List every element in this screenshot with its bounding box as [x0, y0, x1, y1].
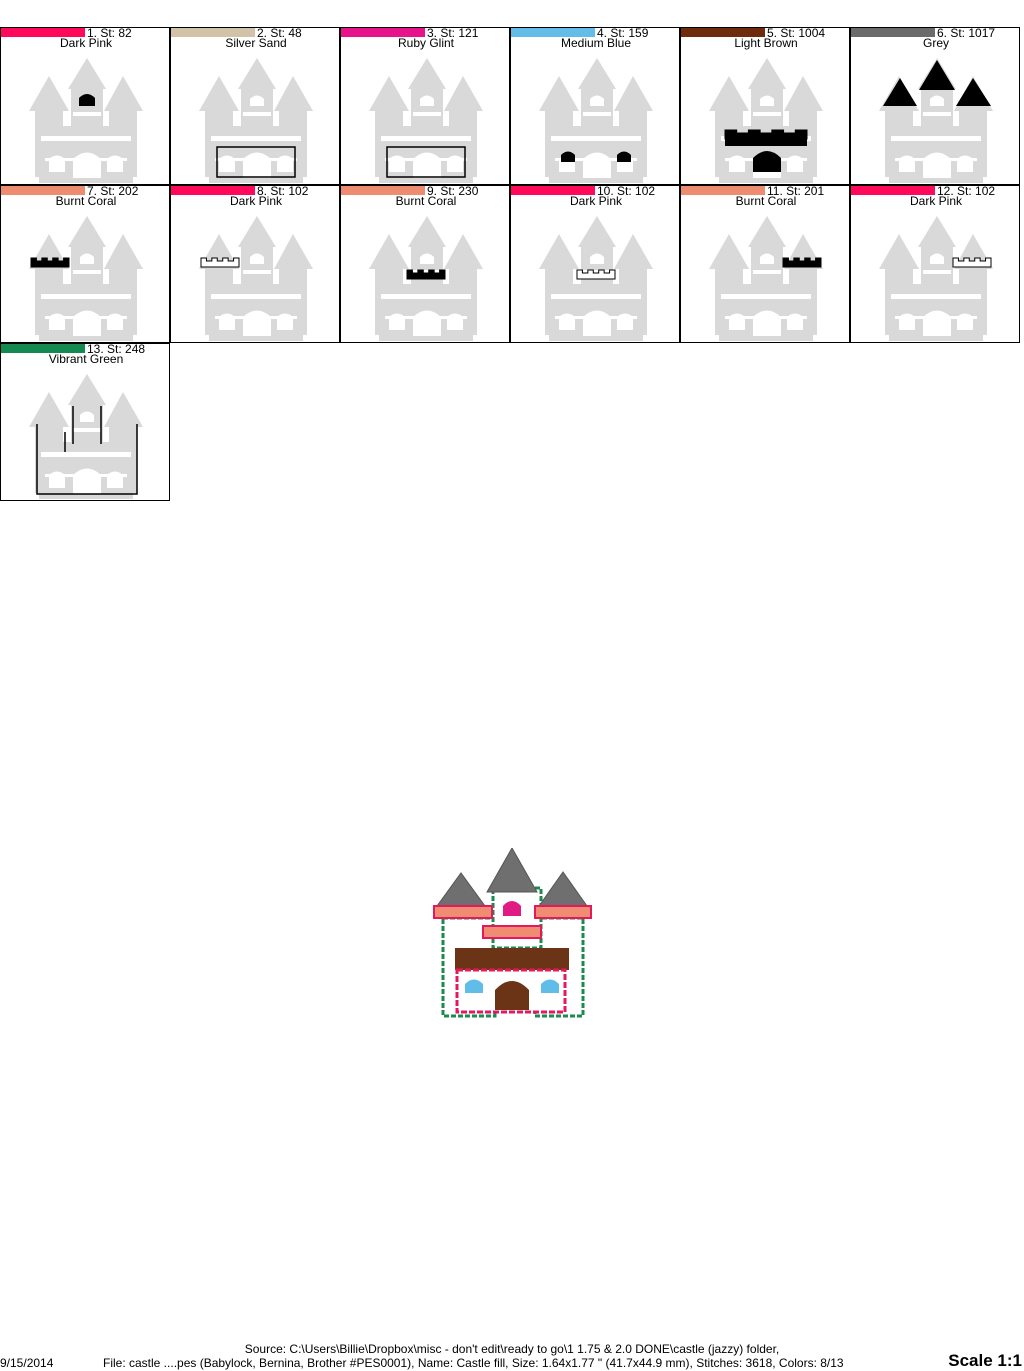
- left-roof: [436, 872, 486, 907]
- top-window: [503, 901, 521, 916]
- step-thumbnail: [29, 374, 143, 499]
- color-swatch: [851, 186, 935, 195]
- step-thumbnail: [709, 216, 823, 341]
- thread-color-name: Dark Pink: [229, 194, 282, 208]
- step-stitch-count: 11. St: 201: [767, 185, 825, 198]
- right-window: [541, 979, 559, 993]
- step-thumbnail: [369, 216, 483, 341]
- step-stitch-count: 13. St: 248: [87, 343, 146, 356]
- thread-color-name: Grey: [922, 36, 949, 50]
- step-thumbnail: [29, 58, 143, 183]
- center-battlement: [482, 925, 542, 939]
- door: [495, 981, 529, 1010]
- thread-color-name: Light Brown: [734, 36, 798, 50]
- step-thumbnail: [369, 58, 483, 183]
- step-thumbnail: [539, 58, 653, 183]
- file-info: File: castle ....pes (Babylock, Bernina,…: [103, 1356, 844, 1370]
- step-stitch-count: 6. St: 1017: [937, 27, 996, 40]
- thread-color-name: Ruby Glint: [397, 36, 455, 50]
- thread-color-name: Dark Pink: [569, 194, 622, 208]
- step-thumbnail: [709, 58, 823, 183]
- color-swatch: [1, 344, 85, 353]
- color-swatch: [511, 186, 595, 195]
- color-swatch: [171, 28, 255, 37]
- print-date: 9/15/2014: [0, 1356, 54, 1370]
- step-stitch-count: 10. St: 102: [597, 185, 656, 198]
- step-stitch-count: 2. St: 48: [257, 27, 302, 40]
- main-wall-top: [455, 948, 569, 970]
- step-stitch-count: 3. St: 121: [427, 27, 479, 40]
- right-battlement: [534, 905, 592, 919]
- step-stitch-count: 7. St: 202: [87, 185, 139, 198]
- color-swatch: [681, 186, 765, 195]
- color-swatch: [171, 186, 255, 195]
- print-footer: Source: C:\Users\Billie\Dropbox\misc - d…: [0, 1340, 1024, 1370]
- step-thumbnail: [879, 216, 993, 341]
- color-swatch: [681, 28, 765, 37]
- step-stitch-count: 1. St: 82: [87, 27, 132, 40]
- left-battlement: [433, 905, 493, 919]
- thread-color-name: Burnt Coral: [55, 194, 117, 208]
- thread-color-name: Dark Pink: [909, 194, 962, 208]
- step-stitch-count: 5. St: 1004: [767, 27, 826, 40]
- color-swatch: [1, 186, 85, 195]
- center-roof: [486, 848, 538, 893]
- step-thumbnail: [29, 216, 143, 341]
- thread-color-name: Medium Blue: [560, 36, 632, 50]
- scale-label: Scale 1:1: [948, 1351, 1022, 1370]
- step-thumbnail: [199, 216, 313, 341]
- color-swatch: [341, 186, 425, 195]
- step-stitch-count: 8. St: 102: [257, 185, 309, 198]
- castle-design-preview: [433, 848, 592, 1018]
- step-thumbnail: [879, 58, 993, 183]
- step-stitch-count: 4. St: 159: [597, 27, 649, 40]
- right-roof: [538, 871, 588, 907]
- step-stitch-count: 9. St: 230: [427, 185, 479, 198]
- color-swatch: [1, 28, 85, 37]
- thread-color-name: Burnt Coral: [735, 194, 797, 208]
- left-window: [465, 979, 483, 993]
- thread-color-name: Vibrant Green: [48, 352, 124, 366]
- step-thumbnail: [199, 58, 313, 183]
- color-swatch: [341, 28, 425, 37]
- color-swatch: [851, 28, 935, 37]
- thread-color-name: Burnt Coral: [395, 194, 457, 208]
- step-stitch-count: 12. St: 102: [937, 185, 996, 198]
- thread-color-name: Silver Sand: [225, 36, 287, 50]
- step-thumbnail: [539, 216, 653, 341]
- source-path: Source: C:\Users\Billie\Dropbox\misc - d…: [244, 1342, 780, 1356]
- color-swatch: [511, 28, 595, 37]
- thread-color-name: Dark Pink: [59, 36, 112, 50]
